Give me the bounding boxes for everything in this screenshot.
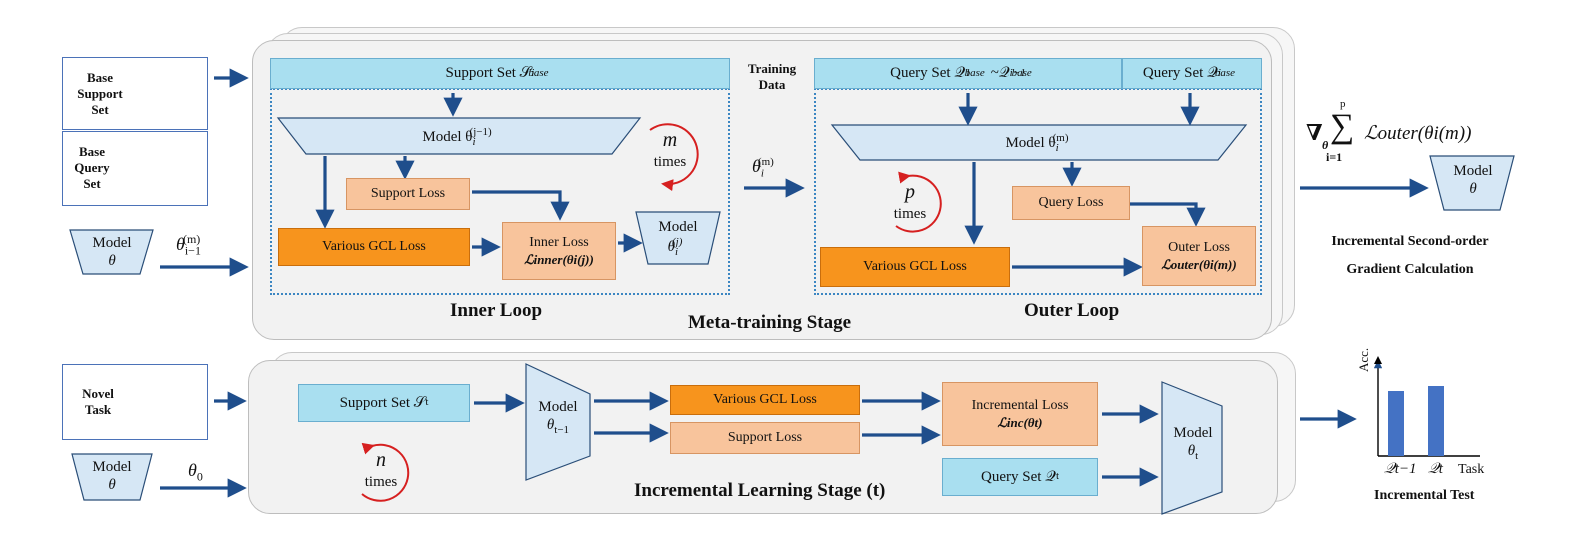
outer-model-label: Model θi(m) [1005, 132, 1069, 154]
inner-support-loss-box: Support Loss [346, 178, 470, 210]
base-query-set-box [62, 131, 208, 206]
novel-task-box [62, 364, 208, 440]
meta-training-stage-title: Meta-training Stage [688, 312, 852, 333]
theta-zero-label: θ0 [188, 460, 203, 484]
inner-loop-title: Inner Loop [450, 300, 543, 321]
gradient-formula: ∇ θ p ∑ i=1 ℒouter(θi(m)) [1306, 98, 1472, 164]
inc-gcl-loss-box: Various GCL Loss [670, 385, 860, 415]
chart-x-tick-1: 𝒬t [1428, 461, 1443, 477]
inc-support-loss-box: Support Loss [670, 422, 860, 454]
inner-loss-formula: ℒinner(θi(j)) [524, 251, 594, 267]
training-data-label: Training Data [747, 60, 797, 92]
base-support-set-box [62, 57, 208, 130]
base-support-set-label: Base Support Set [77, 69, 123, 118]
inc-loss-formula: ℒinc(θt) [997, 414, 1043, 430]
chart-x-tick-0: 𝒬t−1 [1384, 461, 1417, 477]
novel-task-label: Novel Task [82, 385, 114, 417]
inc-loss-box: Incremental Loss ℒinc(θt) [942, 382, 1098, 446]
bar-q-t-minus-1 [1388, 391, 1404, 456]
inner-model-label: Model θi(j−1) [422, 126, 492, 148]
chart-y-label: Acc. [1356, 347, 1371, 372]
inner-loop-frame [270, 88, 730, 295]
inc-out-model-label: Model θt [1173, 425, 1213, 462]
theta-prev-label: θi−1(m) [176, 232, 201, 258]
inner-out-model-label: Model θi(j) [658, 219, 698, 258]
outer-loss-box: Outer Loss ℒouter(θi(m)) [1142, 226, 1256, 286]
outer-loss-formula: ℒouter(θi(m)) [1161, 256, 1237, 272]
inc-model-label: Model θt−1 [538, 399, 578, 436]
outer-gcl-loss-box: Various GCL Loss [820, 247, 1010, 287]
transfer-theta-label: θi(m) [752, 156, 774, 180]
chart-x-label: Task [1458, 462, 1485, 477]
bar-q-t [1428, 386, 1444, 456]
incremental-stage-title: Incremental Learning Stage (t) [634, 480, 886, 501]
incremental-test-caption: Incremental Test [1374, 488, 1475, 503]
outer-query-loss-box: Query Loss [1012, 186, 1130, 220]
incremental-test-chart [1373, 356, 1480, 457]
outer-loop-title: Outer Loop [1024, 300, 1120, 321]
inner-loss-box: Inner Loss ℒinner(θi(j)) [502, 222, 616, 280]
base-query-set-label: Base Query Set [74, 143, 110, 192]
outer-loop-frame [814, 88, 1262, 295]
inner-gcl-loss-box: Various GCL Loss [278, 228, 470, 266]
